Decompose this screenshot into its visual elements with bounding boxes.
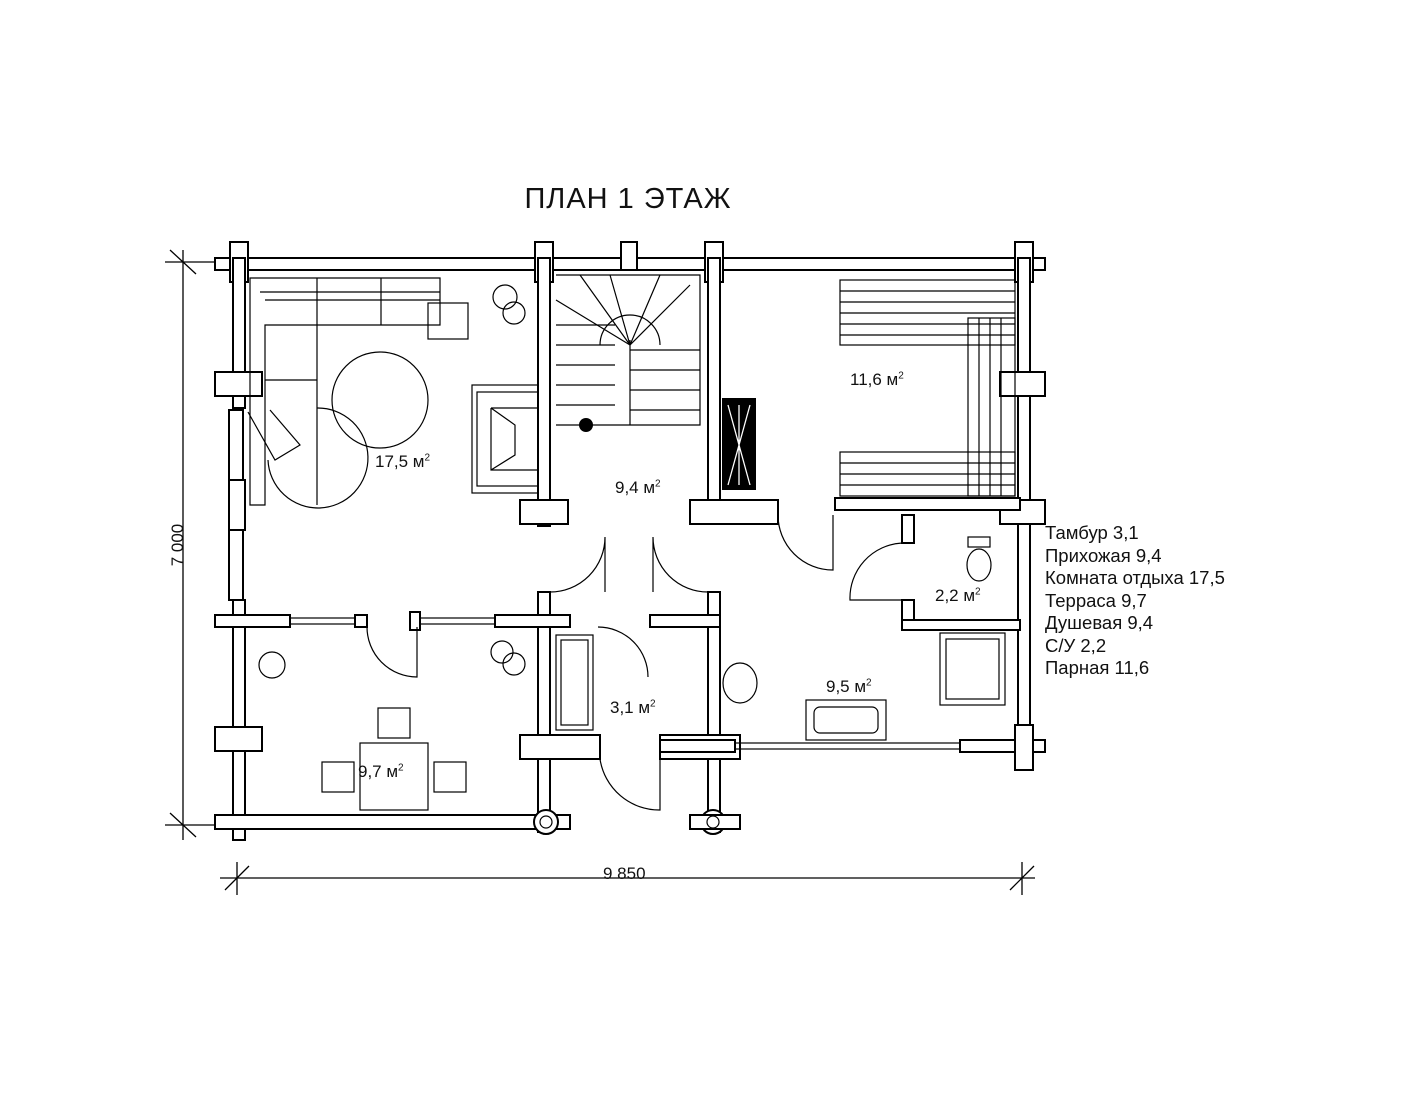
area-value: 9,7 м [358,762,399,781]
legend-item: Тамбур 3,1 [1045,522,1139,543]
area-value: 9,5 м [826,677,867,696]
room-area-lounge: 17,5 м2 [375,452,430,472]
dimension-lines [165,249,1035,895]
area-unit-sup: 2 [424,452,431,464]
furniture [247,274,1016,811]
room-legend: Тамбур 3,1 Прихожая 9,4 Комната отдыха 1… [1045,522,1225,680]
dimension-height: 7 000 [168,523,187,567]
area-unit-sup: 2 [655,478,661,490]
legend-item: С/У 2,2 [1045,634,1107,656]
legend-item: Парная 11,6 [1045,657,1150,678]
plan-title: ПЛАН 1 ЭТАЖ [524,183,732,215]
area-value: 11,6 м [850,370,899,389]
room-area-shower: 9,5 м2 [826,677,872,697]
dimension-width: 9 850 [603,864,646,883]
legend-item: Терраса 9,7 [1045,589,1147,611]
area-unit-sup: 2 [650,698,656,710]
legend-item: Прихожая 9,4 [1045,544,1162,566]
legend-item: Душевая 9,4 [1045,612,1154,633]
area-unit-sup: 2 [975,586,981,598]
area-unit-sup: 2 [866,677,872,689]
room-area-wc: 2,2 м2 [935,586,981,606]
area-value: 9,4 м [615,478,656,497]
room-area-hallway: 9,4 м2 [615,478,661,498]
room-area-vestibule: 3,1 м2 [610,698,656,718]
area-value: 2,2 м [935,586,976,605]
walls [214,241,1046,841]
doors [366,514,903,811]
area-value: 17,5 м [375,452,425,471]
room-area-steam-room: 11,6 м2 [850,370,904,390]
area-unit-sup: 2 [398,762,404,774]
area-unit-sup: 2 [898,370,904,382]
area-value: 3,1 м [610,698,651,717]
room-area-terrace: 9,7 м2 [358,762,404,782]
legend-item: Комната отдыха 17,5 [1045,567,1225,588]
